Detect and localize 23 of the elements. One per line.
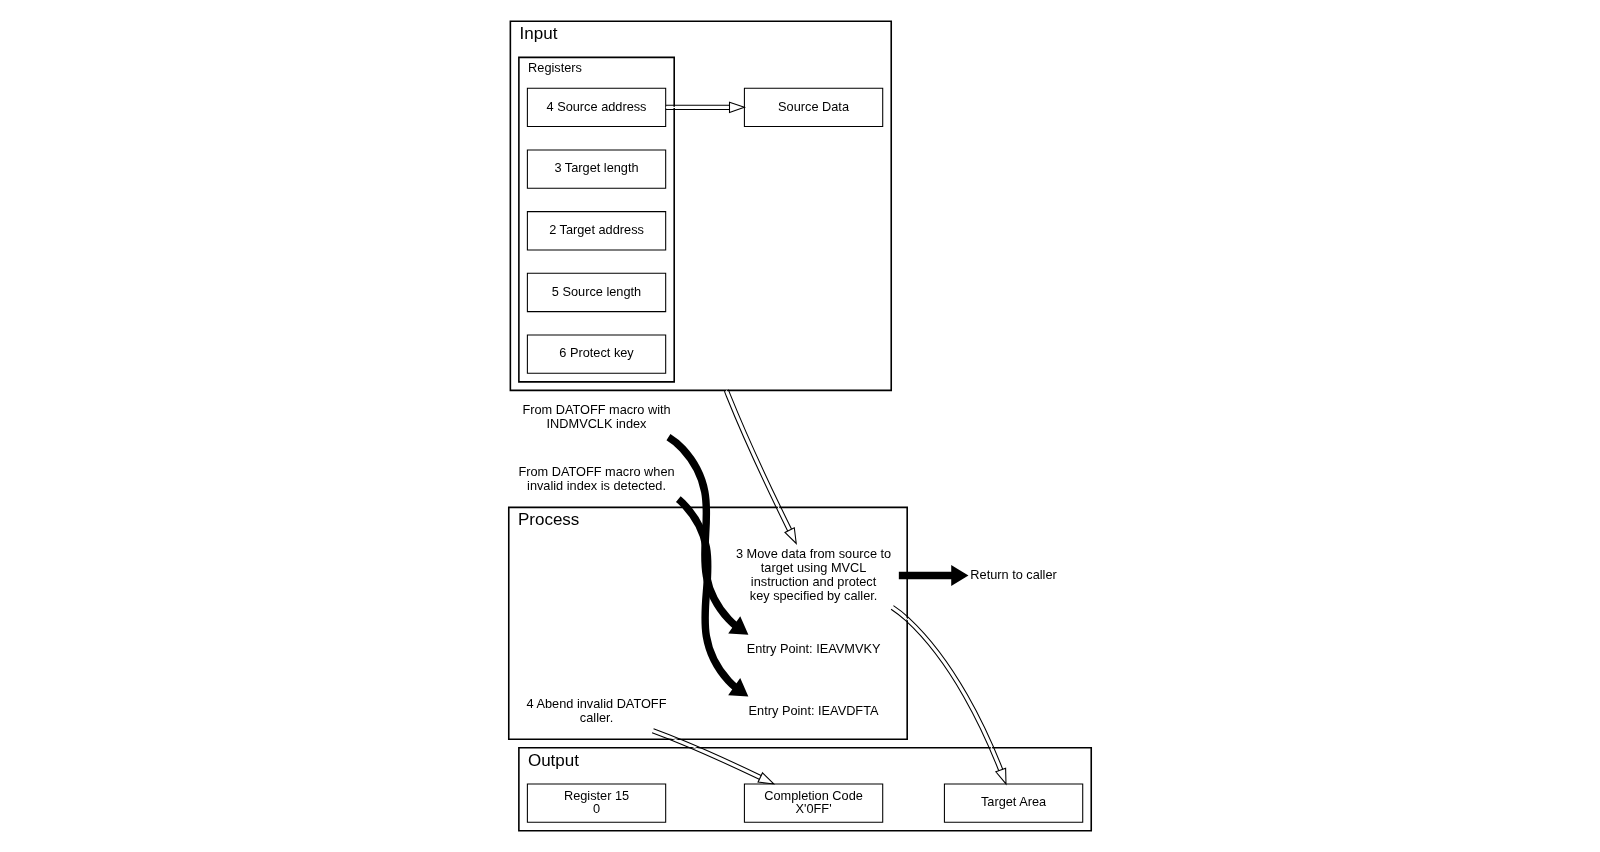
node-box: 6 Protect key — [526, 334, 667, 374]
node-text: Entry Point: IEAVDFTA — [748, 702, 879, 718]
node-box: 5 Source length — [526, 272, 667, 313]
arrow — [898, 564, 969, 587]
arrow — [890, 605, 1007, 786]
arrow — [665, 101, 746, 114]
node-box: Completion Code X'0FF' — [743, 783, 884, 823]
arrow — [675, 496, 749, 697]
arrow — [723, 389, 797, 545]
node-box: Target Area — [943, 783, 1084, 823]
node-box: 2 Target address — [526, 211, 667, 251]
node-box: Source Data — [743, 87, 884, 128]
node-box: Register 15 0 — [526, 783, 667, 823]
node-text: Entry Point: IEAVMVKY — [746, 641, 881, 657]
node-text: From DATOFF macro when invalid index is detected. — [518, 464, 675, 493]
node-text: 3 Move data from source to target using MVCL instruction and protect key specified by caller. — [735, 546, 892, 603]
node-text: 4 Abend invalid DATOFF caller. — [526, 696, 667, 725]
node-box: 3 Target length — [526, 149, 667, 189]
node-text: From DATOFF macro with INDMVCLK index — [522, 402, 671, 432]
node-text: Return to caller — [970, 566, 1057, 582]
arrow — [666, 434, 749, 635]
node-box: 4 Source address — [526, 87, 667, 128]
arrow — [651, 728, 776, 785]
